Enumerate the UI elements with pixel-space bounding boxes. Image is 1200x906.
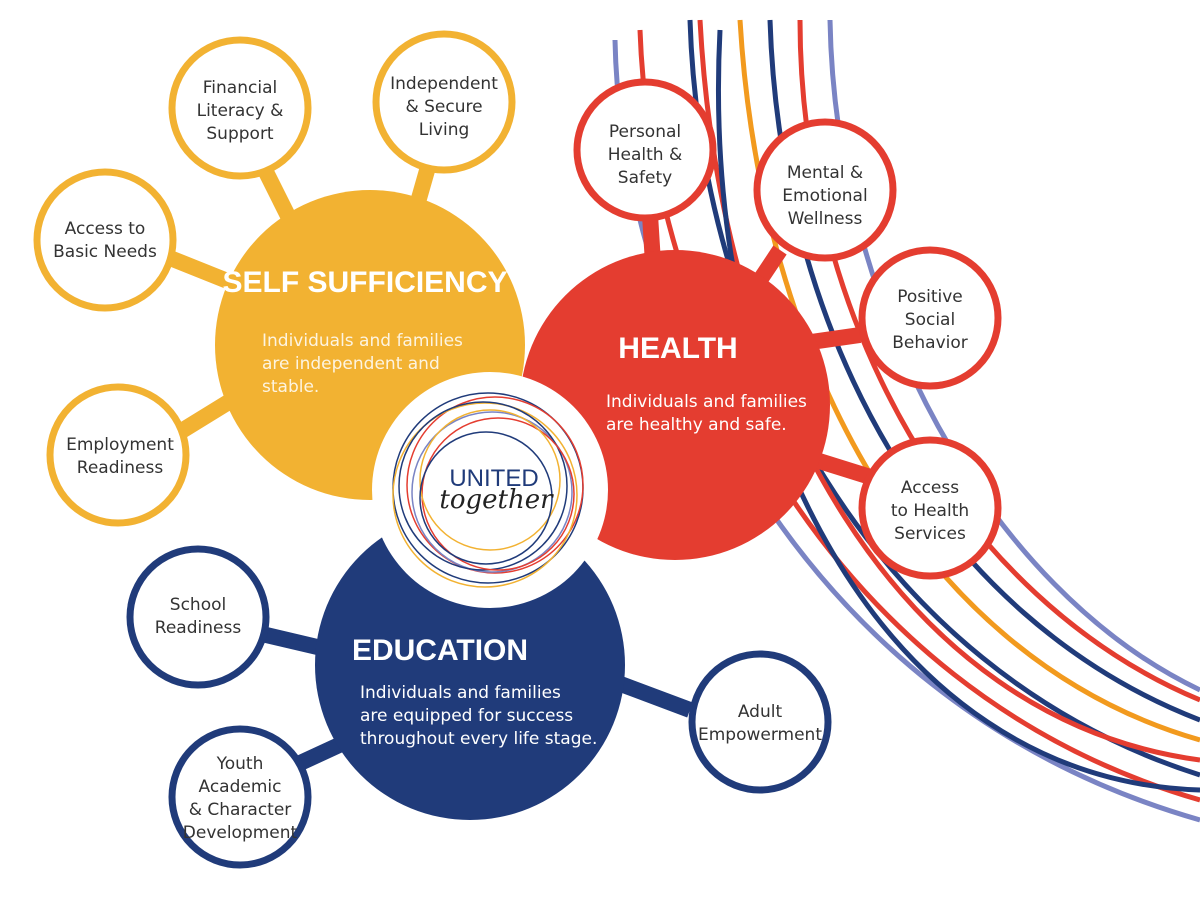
satellite-personal-health: Personal Health & Safety <box>573 78 717 222</box>
desc-line: Individuals and families <box>360 683 561 703</box>
satellite-employment-readiness: Employment Readiness <box>46 383 190 527</box>
satellite-basic-needs: Access to Basic Needs <box>33 168 177 312</box>
sat-line: Emotional <box>782 186 867 206</box>
sat-line: Personal <box>609 122 681 142</box>
sat-line: Behavior <box>892 333 968 353</box>
sat-line: Wellness <box>788 209 863 229</box>
sat-line: Living <box>419 120 470 140</box>
satellite-adult-empowerment: Adult Empowerment <box>688 650 832 794</box>
sat-line: Employment <box>66 435 174 455</box>
self-sufficiency-description: Individuals and families are independent… <box>262 331 463 397</box>
sat-line: Financial <box>203 78 277 98</box>
sat-line: Safety <box>618 168 672 188</box>
desc-line: throughout every life stage. <box>360 729 597 749</box>
sat-line: School <box>170 595 226 615</box>
sat-line: Empowerment <box>698 725 822 745</box>
sat-line: to Health <box>891 501 969 521</box>
education-description: Individuals and families are equipped fo… <box>360 683 597 749</box>
desc-line: Individuals and families <box>606 392 807 412</box>
desc-line: are healthy and safe. <box>606 415 787 435</box>
sat-line: & Character <box>189 800 292 820</box>
logo-word-together: together <box>439 485 554 515</box>
sat-line: Health & <box>608 145 682 165</box>
desc-line: are independent and <box>262 354 440 374</box>
satellite-health-services: Access to Health Services <box>858 436 1002 580</box>
satellite-mental-wellness: Mental & Emotional Wellness <box>753 118 897 262</box>
sat-line: Mental & <box>787 163 863 183</box>
sat-line: Readiness <box>155 618 242 638</box>
sat-line: Independent <box>390 74 498 94</box>
sat-line: Access to <box>65 219 146 239</box>
sat-line: Services <box>894 524 966 544</box>
health-title: HEALTH <box>618 332 737 365</box>
sat-line: Positive <box>897 287 963 307</box>
sat-line: Social <box>905 310 955 330</box>
sat-line: Support <box>206 124 274 144</box>
satellite-independent-living: Independent & Secure Living <box>372 30 516 174</box>
sat-line: & Secure <box>405 97 482 117</box>
satellite-financial-literacy: Financial Literacy & Support <box>168 36 312 180</box>
self-sufficiency-title: SELF SUFFICIENCY <box>222 266 507 299</box>
logo-word-united: UNITED <box>449 465 538 492</box>
sat-line: Access <box>901 478 959 498</box>
desc-line: Individuals and families <box>262 331 463 351</box>
sat-line: Basic Needs <box>53 242 157 262</box>
desc-line: are equipped for success <box>360 706 573 726</box>
satellite-youth-academic: Youth Academic & Character Development <box>168 725 312 869</box>
desc-line: stable. <box>262 377 319 397</box>
satellite-social-behavior: Positive Social Behavior <box>858 246 1002 390</box>
sat-line: Development <box>183 823 298 843</box>
satellite-school-readiness: School Readiness <box>126 545 270 689</box>
health-description: Individuals and families are healthy and… <box>606 392 807 435</box>
sat-line: Literacy & <box>197 101 284 121</box>
sat-line: Readiness <box>77 458 164 478</box>
sat-line: Youth <box>216 754 264 774</box>
sat-line: Adult <box>738 702 783 722</box>
sat-line: Academic <box>199 777 282 797</box>
education-title: EDUCATION <box>352 634 528 667</box>
united-together-logo: UNITED together <box>372 372 608 608</box>
